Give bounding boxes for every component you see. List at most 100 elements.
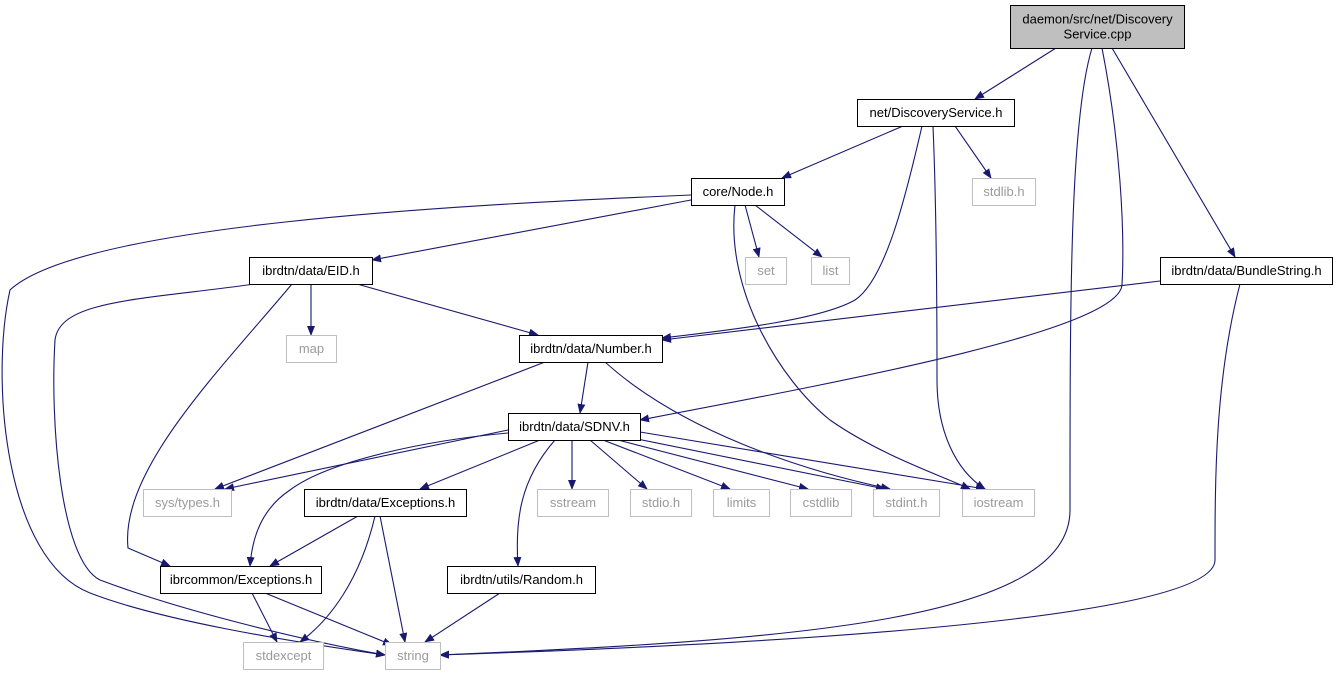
edge-node_h-to-eid_h (371, 199, 692, 263)
node-label: daemon/src/net/Discovery (1022, 12, 1173, 27)
node-stdio-h: stdio.h (630, 489, 692, 517)
node-iostream: iostream (962, 489, 1035, 517)
edge-root-to-bundlestring_h (1111, 47, 1236, 258)
node-discovery-h[interactable]: net/DiscoveryService.h (857, 99, 1015, 127)
edge-node_h-to-iostream (733, 204, 971, 490)
node-box (385, 642, 441, 670)
node-box (286, 335, 337, 363)
edge-ibrcommon_exceptions_h-to-string (264, 592, 393, 646)
node-string: string (385, 642, 441, 670)
node-box (519, 335, 663, 363)
node-list: list (811, 257, 850, 285)
node-label: sys/types.h (155, 495, 220, 510)
node-label: ibrdtn/data/Number.h (530, 341, 651, 356)
edge-sdnv_h-to-cstdlib (617, 439, 809, 491)
node-map: map (286, 335, 337, 363)
edge-node_h-to-set (744, 204, 761, 258)
node-box (304, 489, 467, 517)
node-label: stdlib.h (983, 184, 1024, 199)
node-label: net/DiscoveryService.h (870, 105, 1003, 120)
edge-sdnv_h-to-ibrcommon_exceptions_h (246, 432, 509, 567)
edge-sdnv_h-to-stdio_h (589, 439, 648, 490)
node-box (972, 178, 1036, 206)
node-node-h[interactable]: core/Node.h (691, 178, 785, 206)
node-box (857, 99, 1015, 127)
node-systypes-h: sys/types.h (143, 489, 232, 517)
node-label: ibrdtn/utils/Random.h (460, 572, 583, 587)
node-label: cstdlib (803, 495, 840, 510)
edge-random_h-to-string (424, 592, 501, 643)
node-stdint-h: stdint.h (873, 489, 940, 517)
node-label: list (823, 263, 839, 278)
node-box (713, 489, 770, 517)
node-box (873, 489, 940, 517)
node-eid-h[interactable]: ibrdtn/data/EID.h (249, 257, 373, 285)
node-label: ibrdtn/data/BundleString.h (1171, 263, 1321, 278)
node-label: ibrdtn/data/EID.h (262, 263, 360, 278)
node-box (811, 257, 850, 285)
node-cstdlib: cstdlib (790, 489, 852, 517)
edge-exceptions_h-to-string (379, 515, 408, 643)
node-box (143, 489, 232, 517)
node-ibrcommon-exceptions-h[interactable]: ibrcommon/Exceptions.h (160, 566, 322, 594)
edge-discovery_h-to-iostream (932, 125, 986, 490)
node-root[interactable]: daemon/src/net/DiscoveryService.cpp (1010, 5, 1185, 49)
edge-eid_h-to-number_h (356, 283, 539, 337)
node-set: set (745, 257, 787, 285)
edges-layer (1, 47, 1241, 659)
edge-eid_h-to-ibrcommon_exceptions_h (127, 283, 293, 567)
node-label: stdint.h (886, 495, 928, 510)
node-label: set (757, 263, 775, 278)
node-random-h[interactable]: ibrdtn/utils/Random.h (447, 566, 596, 594)
edge-node_h-to-string (1, 194, 692, 658)
node-box (508, 413, 641, 441)
node-sdnv-h[interactable]: ibrdtn/data/SDNV.h (508, 413, 641, 441)
node-label: ibrdtn/data/Exceptions.h (316, 495, 455, 510)
node-label: map (299, 341, 324, 356)
edge-eid_h-to-string (53, 283, 386, 658)
edge-root-to-sdnv_h (639, 47, 1124, 423)
edge-number_h-to-sdnv_h (577, 361, 589, 414)
node-exceptions-h[interactable]: ibrdtn/data/Exceptions.h (304, 489, 467, 517)
edge-exceptions_h-to-ibrcommon_exceptions_h (269, 515, 359, 567)
node-box (630, 489, 692, 517)
edge-sdnv_h-to-random_h (513, 439, 556, 567)
node-label: ibrdtn/data/SDNV.h (519, 419, 630, 434)
edge-sdnv_h-to-systypes_h (224, 429, 509, 492)
edge-root-to-discovery_h (974, 47, 1057, 100)
node-limits: limits (713, 489, 770, 517)
edge-bundlestring_h-to-number_h (661, 280, 1161, 343)
edge-sdnv_h-to-stdint_h (631, 437, 886, 492)
edge-discovery_h-to-node_h (781, 125, 904, 179)
node-label: stdexcept (256, 648, 312, 663)
edge-sdnv_h-to-iostream (639, 431, 986, 492)
node-label: limits (727, 495, 757, 510)
node-box (1010, 5, 1185, 49)
edge-discovery_h-to-stdlib_h (954, 125, 992, 179)
node-box (447, 566, 596, 594)
edge-discovery_h-to-number_h (661, 125, 923, 341)
node-stdlib-h: stdlib.h (972, 178, 1036, 206)
node-label: Service.cpp (1064, 27, 1132, 42)
node-box (160, 566, 322, 594)
edge-node_h-to-list (754, 204, 823, 258)
edge-number_h-to-systypes_h (214, 361, 546, 490)
edge-sdnv_h-to-limits (602, 439, 731, 490)
node-label: iostream (974, 495, 1024, 510)
node-label: core/Node.h (703, 184, 774, 199)
edge-number_h-to-stdint_h (604, 361, 891, 492)
edge-sdnv_h-to-exceptions_h (419, 439, 541, 490)
node-box (243, 642, 324, 670)
node-sstream: sstream (537, 489, 609, 517)
edge-bundlestring_h-to-string (439, 283, 1241, 659)
edge-ibrcommon_exceptions_h-to-stdexcept (251, 592, 278, 643)
node-label: ibrcommon/Exceptions.h (170, 572, 312, 587)
edge-root-to-string (439, 47, 1093, 659)
node-box (745, 257, 787, 285)
node-box (537, 489, 609, 517)
node-stdexcept: stdexcept (243, 642, 324, 670)
node-box (249, 257, 373, 285)
node-bundlestring-h[interactable]: ibrdtn/data/BundleString.h (1160, 257, 1333, 285)
node-number-h[interactable]: ibrdtn/data/Number.h (519, 335, 663, 363)
